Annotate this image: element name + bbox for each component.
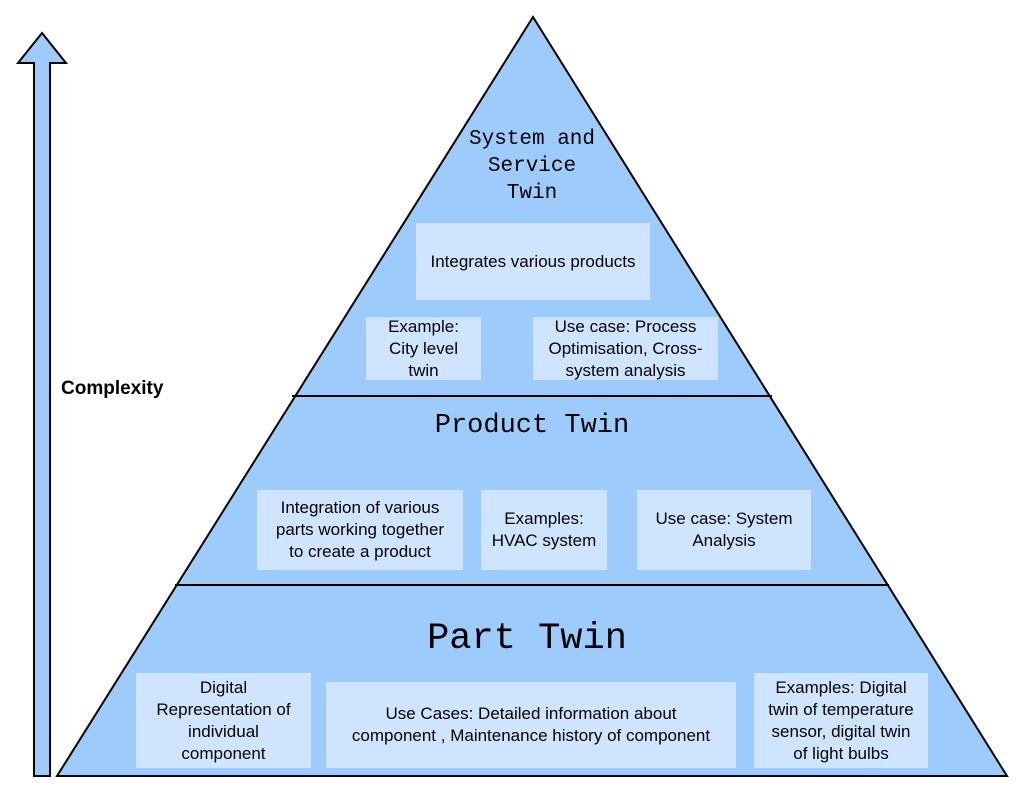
box-example-city-twin: Example: City level twin (366, 317, 481, 380)
box-use-cases-detailed-info: Use Cases: Detailed information about co… (326, 682, 736, 768)
box-examples-hvac: Examples: HVAC system (481, 490, 607, 570)
box-examples-sensor-bulbs: Examples: Digital twin of temperature se… (754, 673, 928, 768)
box-digital-representation: Digital Representation of individual com… (136, 673, 311, 768)
box-integrates-products: Integrates various products (416, 223, 650, 300)
tier-title-part-twin: Part Twin (427, 618, 627, 660)
complexity-axis-label: Complexity (61, 378, 164, 399)
box-integration-of-parts: Integration of various parts working tog… (257, 490, 463, 570)
complexity-arrow-icon (15, 31, 69, 777)
box-use-case-system-analysis: Use case: System Analysis (637, 490, 811, 570)
tier-title-product-twin: Product Twin (434, 411, 630, 441)
box-use-case-process-optimisation: Use case: Process Optimisation, Cross- s… (533, 317, 718, 380)
tier-title-system-service-twin: System and Service Twin (468, 128, 596, 205)
